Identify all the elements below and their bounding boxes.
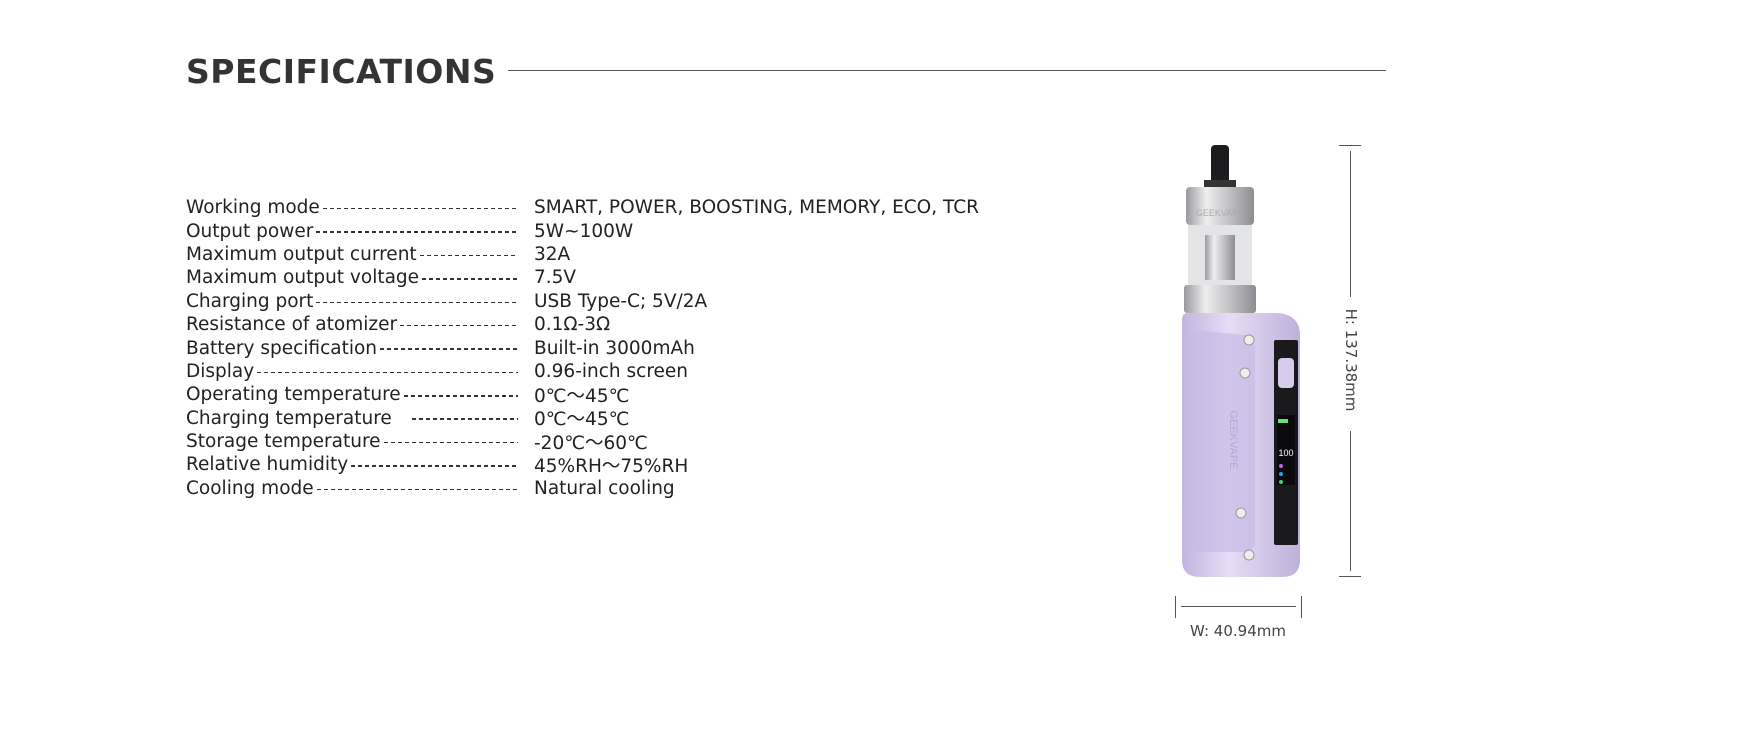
width-dimension <box>1175 596 1302 618</box>
spec-label: Charging temperature <box>186 407 392 429</box>
spec-value: -20℃〜60℃ <box>534 432 648 454</box>
spec-row: Output power 5W~100W <box>186 219 1086 242</box>
spec-label: Relative humidity <box>186 454 349 476</box>
tank-base <box>1184 285 1256 313</box>
spec-row: Relative humidity 45%RH〜75%RH <box>186 453 1086 477</box>
title-divider <box>508 70 1386 71</box>
height-dimension <box>1339 145 1361 577</box>
spec-label: Display <box>186 360 255 382</box>
spec-label: Cooling mode <box>186 477 314 499</box>
spec-row: Operating temperature 0℃〜45℃ <box>186 383 1086 407</box>
spec-value: 32A <box>534 243 571 265</box>
dash-leader <box>403 395 518 397</box>
spec-row: Cooling mode Natural cooling <box>186 477 1086 500</box>
spec-value: 0.96-inch screen <box>534 360 689 382</box>
spec-value: 0℃〜45℃ <box>534 385 630 407</box>
page-title: SPECIFICATIONS <box>186 52 497 91</box>
spec-row: Battery specification Built-in 3000mAh <box>186 336 1086 359</box>
spec-label: Output power <box>186 220 314 242</box>
tank-top <box>1186 187 1254 225</box>
spec-label: Operating temperature <box>186 384 401 406</box>
spec-value: 45%RH〜75%RH <box>534 456 689 477</box>
spec-value: 0.1Ω-3Ω <box>534 314 611 336</box>
spec-label: Battery specification <box>186 337 378 359</box>
spec-value: Natural cooling <box>534 477 675 499</box>
dash-leader <box>316 301 518 303</box>
dash-leader <box>383 441 518 444</box>
height-label: H: 137.38mm <box>1342 308 1360 412</box>
spec-row: Resistance of atomizer 0.1Ω-3Ω <box>186 313 1086 336</box>
spec-value: 7.5V <box>534 267 577 289</box>
dash-leader <box>411 418 518 420</box>
dash-leader <box>419 254 518 257</box>
spec-label: Working mode <box>186 197 320 219</box>
dash-leader <box>400 324 518 327</box>
spec-value: SMART, POWER, BOOSTING, MEMORY, ECO, TCR <box>534 197 979 219</box>
spec-label: Resistance of atomizer <box>186 314 398 336</box>
spec-value: USB Type-C; 5V/2A <box>534 290 708 312</box>
spec-label: Charging port <box>186 290 314 312</box>
screen-value: 100 <box>1278 448 1293 458</box>
spec-row: Maximum output current 32A <box>186 243 1086 266</box>
spec-row: Charging temperature 0℃〜45℃ <box>186 407 1086 431</box>
spec-row: Charging port USB Type-C; 5V/2A <box>186 290 1086 313</box>
mod-brand: GEEKVAPE <box>1227 410 1239 469</box>
dash-leader <box>351 465 518 467</box>
spec-row: Display 0.96-inch screen <box>186 360 1086 383</box>
spec-value: 5W~100W <box>534 220 634 242</box>
dash-leader <box>322 207 518 210</box>
dash-leader <box>257 371 518 374</box>
spec-row: Storage temperature -20℃〜60℃ <box>186 430 1086 454</box>
spec-value: Built-in 3000mAh <box>534 337 695 359</box>
dash-leader <box>316 231 518 233</box>
spec-label: Maximum output voltage <box>186 267 420 289</box>
spec-value: 0℃〜45℃ <box>534 409 630 431</box>
spec-list: Working mode SMART, POWER, BOOSTING, MEMO… <box>186 196 1086 500</box>
tank-brand: GEEKVAPE <box>1196 208 1244 218</box>
spec-row: Working mode SMART, POWER, BOOSTING, MEMO… <box>186 196 1086 219</box>
width-label: W: 40.94mm <box>1190 622 1286 640</box>
dash-leader <box>316 488 518 491</box>
spec-label: Maximum output current <box>186 243 417 265</box>
spec-label: Storage temperature <box>186 431 381 453</box>
dash-leader <box>422 278 518 280</box>
product-image: GEEKVAPE 100 GEEKVAPE <box>1182 145 1300 577</box>
dash-leader <box>380 348 518 350</box>
spec-row: Maximum output voltage 7.5V <box>186 266 1086 289</box>
drip-tip <box>1211 145 1229 185</box>
